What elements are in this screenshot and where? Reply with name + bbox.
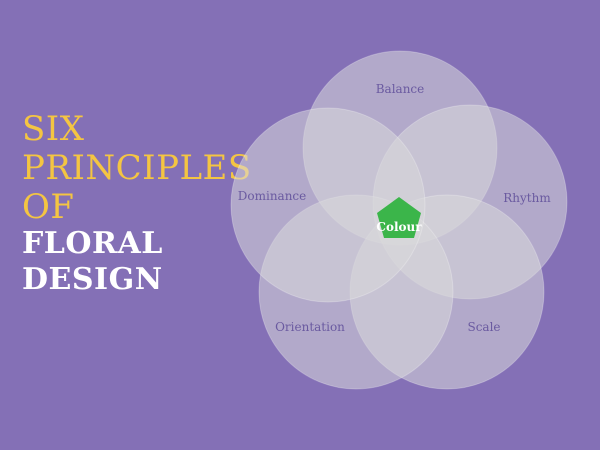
title-line-six: SIX <box>22 109 85 149</box>
title-line-floral: FLORAL <box>22 226 163 261</box>
label-balance: Balance <box>376 82 425 96</box>
label-orientation: Orientation <box>275 320 345 334</box>
label-dominance: Dominance <box>238 189 307 203</box>
center-pentagon <box>377 197 421 238</box>
title-line-design: DESIGN <box>22 262 163 297</box>
label-scale: Scale <box>467 320 500 334</box>
title-line-principles: PRINCIPLES <box>22 148 252 188</box>
circle-dominance <box>230 107 426 303</box>
label-colour: Colour <box>376 220 422 234</box>
venn-circles <box>230 50 568 390</box>
title-line-of: OF <box>22 187 75 227</box>
page-title: SIX PRINCIPLES OF FLORAL DESIGN <box>22 112 252 301</box>
label-rhythm: Rhythm <box>503 191 551 205</box>
